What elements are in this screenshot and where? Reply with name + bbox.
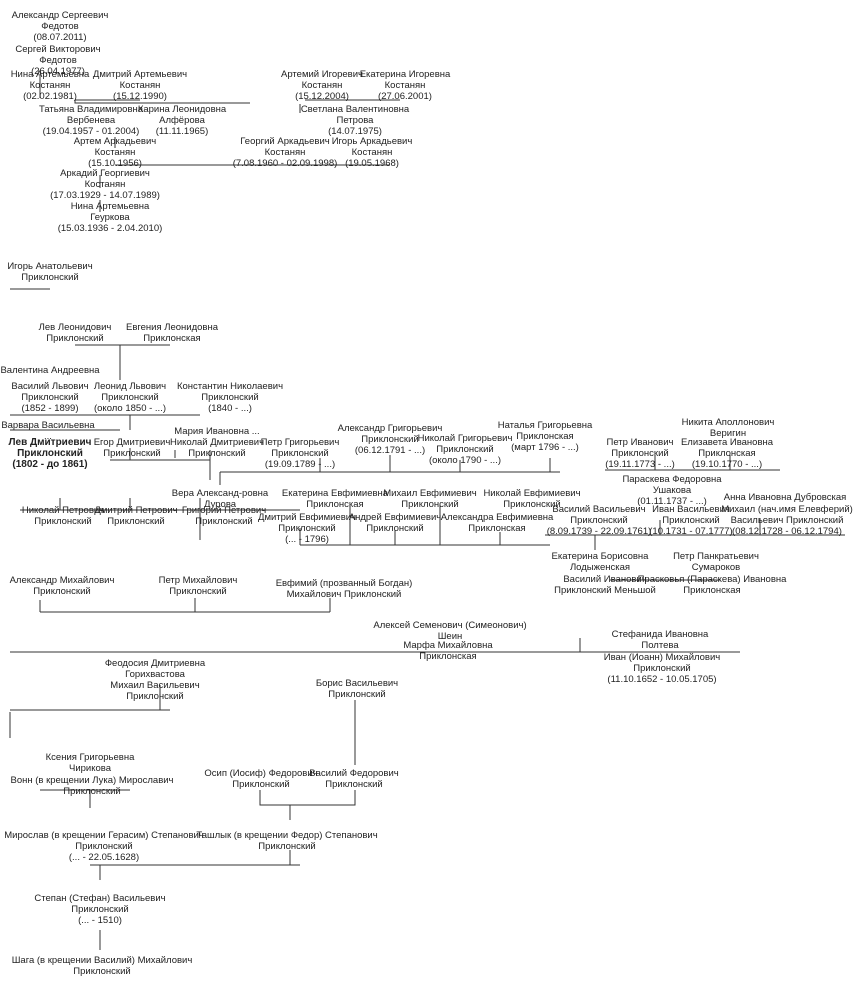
person-card: Игорь Аркадьевич Костанян (19.05.1968) — [331, 136, 413, 169]
person-card: Татьяна Владимировна Вербенева (19.04.19… — [38, 104, 144, 137]
person-card: Николай Петрович Приклонский — [21, 505, 105, 527]
person-card: Прасковья (Параскева) Ивановна Приклонск… — [637, 574, 787, 596]
person-card: Николай Григорьевич Приклонский (около 1… — [417, 433, 513, 466]
person-card: Михаил Васильевич Приклонский — [110, 680, 200, 702]
person-card: Степан (Стефан) Васильевич Приклонский (… — [34, 893, 166, 926]
person-card: Леонид Львович Приклонский (около 1850 -… — [93, 381, 167, 414]
person-card: Елизавета Ивановна Приклонская (19.10.17… — [680, 437, 774, 470]
person-card: Екатерина Игоревна Костанян (27.06.2001) — [359, 69, 451, 102]
person-card: Лев Дмитриевич Приклонский (1802 - до 18… — [8, 437, 92, 470]
person-card: Вера Александ-ровна Дурова — [171, 488, 269, 510]
person-card: Алексей Семенович (Симеонович) Шеин — [373, 620, 527, 642]
person-card: Валентина Андреевна — [0, 365, 100, 376]
person-card: Петр Михайлович Приклонский — [158, 575, 238, 597]
person-card: Осип (Иосиф) Федорович Приклонский — [204, 768, 318, 790]
person-card: Георгий Аркадьевич Костанян (7.08.1960 -… — [232, 136, 338, 169]
person-card: Сергей Викторович Федотов (26.04.1977) — [15, 44, 101, 77]
person-card: Константин Николаевич Приклонский (1840 … — [176, 381, 284, 414]
person-card: Мария Ивановна ... Николай Дмитриевич Пр… — [169, 426, 265, 459]
person-card: Екатерина Борисовна Лодыженская — [551, 551, 649, 573]
person-card: Артемий Игоревич Костанян (15.12.2004) — [281, 69, 363, 102]
person-card: Василий Федорович Приклонский — [309, 768, 399, 790]
person-card: Василий Львович Приклонский (1852 - 1899… — [11, 381, 89, 414]
person-card: Дмитрий Петрович Приклонский — [94, 505, 178, 527]
person-card: Стефанида Ивановна Полтева — [611, 629, 709, 651]
person-card: Ксения Григорьевна Чирикова — [45, 752, 135, 774]
person-card: Марфа Михайловна Приклонская — [403, 640, 493, 662]
person-card: Петр Иванович Приклонский (19.11.1773 - … — [605, 437, 675, 470]
person-card: Евфимий (прозванный Богдан) Михайлович П… — [275, 578, 413, 600]
person-card: Нина Артемьевна Геуркова (15.03.1936 - 2… — [57, 201, 163, 234]
person-card: Михаил Евфимиевич Приклонский — [383, 488, 477, 510]
person-card: Екатерина Евфимиевна Приклонская — [281, 488, 389, 510]
person-card: Михаил (нач.имя Елевферий) Васильевич Пр… — [721, 504, 853, 537]
person-card: Артем Аркадьевич Костанян (15.10.1956) — [73, 136, 157, 169]
person-card: Карина Леонидовна Алфёрова (11.11.1965) — [137, 104, 227, 137]
person-card: Егор Дмитриевич Приклонский — [93, 437, 171, 459]
person-card: Шага (в крещении Василий) Михайлович При… — [11, 955, 193, 977]
person-card: Дмитрий Евфимиевич Приклонский (... - 17… — [258, 512, 356, 545]
person-card: Иван Васильевич Приклонский (10.1731 - 0… — [649, 504, 733, 537]
person-card: Василий Иванович Приклонский Меньшой — [554, 574, 656, 596]
person-card: Борис Васильевич Приклонский — [315, 678, 399, 700]
person-card: Александр Михайлович Приклонский — [9, 575, 115, 597]
person-card: Параскева Федоровна Ушакова (01.11.1737 … — [622, 474, 722, 507]
person-card: Григорий Петрович Приклонский — [181, 505, 267, 527]
person-card: Дмитрий Артемьевич Костанян (15.12.1990) — [92, 69, 188, 102]
person-card: Василий Васильевич Приклонский (8.09.173… — [546, 504, 652, 537]
person-card: Наталья Григорьевна Приклонская (март 17… — [497, 420, 593, 453]
person-card: Петр Григорьевич Приклонский (19.09.1789… — [260, 437, 340, 470]
person-card: Феодосия Дмитриевна Горихвастова — [104, 658, 206, 680]
person-card: Нина Артемьевна Костанян (02.02.1981) — [10, 69, 90, 102]
person-card: Александр Григорьевич Приклонский (06.12… — [337, 423, 443, 456]
person-card: Николай Евфимиевич Приклонский — [483, 488, 581, 510]
person-card: Евгения Леонидовна Приклонская — [125, 322, 219, 344]
person-card: Лев Леонидович Приклонский — [38, 322, 112, 344]
person-card: Мирослав (в крещении Герасим) Степанович… — [4, 830, 204, 863]
person-card: Вонн (в крещении Лука) Мирославич Прикло… — [10, 775, 174, 797]
person-card: Светлана Валентиновна Петрова (14.07.197… — [300, 104, 410, 137]
person-card: Александра Евфимиевна Приклонская — [440, 512, 554, 534]
person-card: Петр Панкратьевич Сумароков — [673, 551, 759, 573]
person-card: Анна Ивановна Дубровская — [723, 492, 847, 503]
person-card: Аркадий Георгиевич Костанян (17.03.1929 … — [50, 168, 160, 201]
person-card: Иван (Иоанн) Михайлович Приклонский (11.… — [603, 652, 721, 685]
person-card: Варвара Васильевна ... — [1, 420, 95, 442]
person-card: Никита Аполлонович Веригин — [681, 417, 775, 439]
person-card: Ташлык (в крещении Федор) Степанович При… — [196, 830, 378, 852]
person-card: Андрей Евфимиевич Приклонский — [348, 512, 442, 534]
person-card: Игорь Анатольевич Приклонский — [7, 261, 93, 283]
person-card: Александр Сергеевич Федотов (08.07.2011) — [11, 10, 109, 43]
